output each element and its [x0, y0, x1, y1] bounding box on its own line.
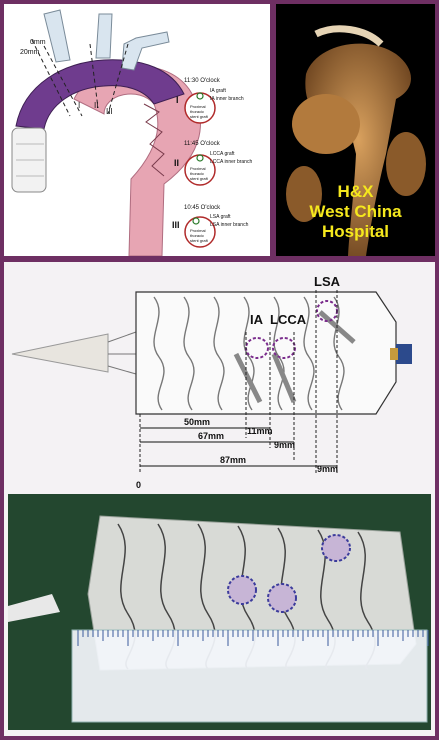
- dim-67mm: 67mm: [198, 431, 224, 441]
- photo-nose-cone: [8, 594, 60, 622]
- option-iii-stent-2: thoracic: [190, 233, 204, 238]
- option-ii-branch: LCCA inner branch: [210, 159, 252, 165]
- device-photo-render: [8, 494, 431, 730]
- option-i-stent-3: stent graft: [190, 114, 209, 119]
- watermark-line-1: H&X: [337, 182, 374, 201]
- option-i: 11:30 O'clock I IA graft IA inner branch…: [176, 78, 244, 124]
- lcca-fenestration: [272, 337, 296, 359]
- option-iii-numeral: III: [172, 220, 180, 230]
- dim-9mm-b: 9mm: [317, 464, 338, 474]
- option-i-clock: 11:30 O'clock: [184, 78, 221, 84]
- option-iii-clock: 10:45 O'clock: [184, 205, 221, 211]
- zone-line: [89, 43, 99, 109]
- dimension-guides: [139, 290, 338, 474]
- option-i-branch: IA inner branch: [210, 96, 244, 102]
- device-diagram: IA LCCA LSA 50mm 11mm 67mm 9mm 87mm 9mm …: [11, 274, 412, 490]
- photo-ia-fenestration: [227, 575, 257, 605]
- option-iii: 10:45 O'clock III LSA graft LSA inner br…: [172, 205, 249, 248]
- option-ii-numeral: II: [174, 158, 179, 168]
- dim-87mm: 87mm: [220, 455, 246, 465]
- stent-zigzag: [143, 103, 165, 177]
- handle-connector: [390, 348, 398, 360]
- watermark-line-3: Hospital: [321, 222, 390, 241]
- ia-inner-branch: [233, 352, 263, 404]
- option-ii: 11:45 O'clock II LCCA graft LCCA inner b…: [174, 141, 252, 186]
- lcca-label: LCCA: [270, 312, 307, 327]
- ct-3d-render: [286, 25, 426, 256]
- zone-line: [107, 43, 129, 115]
- option-iii-branch: LSA inner branch: [210, 222, 249, 228]
- zone-label-i: I: [78, 101, 80, 110]
- dimension-arrows: [140, 427, 337, 467]
- option-ii-branch-ring: [196, 154, 204, 162]
- nose-cone: [11, 333, 109, 373]
- ruler-body: [71, 629, 428, 723]
- dim-origin: 0: [136, 480, 141, 490]
- option-i-stent-2: thoracic: [190, 109, 204, 114]
- marker-20mm: 20mm: [20, 49, 40, 56]
- option-ii-stent-2: thoracic: [190, 171, 204, 176]
- dim-9mm-a: 9mm: [274, 440, 295, 450]
- option-i-branch-ring: [196, 92, 204, 100]
- dim-11mm: 11mm: [247, 426, 273, 436]
- option-i-numeral: I: [176, 95, 179, 105]
- option-iii-stent-1: Proximal: [190, 228, 206, 233]
- lsa-label: LSA: [314, 274, 341, 289]
- schematic-panel: 0mm 20mm I II III 11:30 O'clock I IA gra…: [4, 4, 270, 256]
- option-iii-stent-3: stent graft: [190, 238, 209, 243]
- option-ii-stent-3: stent graft: [190, 176, 209, 181]
- delivery-handle: [396, 344, 412, 364]
- ct-render-panel: H&X West China Hospital: [276, 4, 435, 256]
- kidney-render: [386, 132, 426, 196]
- option-iii-branch-ring: [192, 217, 200, 225]
- option-i-stent-1: Proximal: [190, 104, 206, 109]
- watermark-line-2: West China: [309, 202, 402, 221]
- device-panel: IA LCCA LSA 50mm 11mm 67mm 9mm 87mm 9mm …: [4, 262, 435, 736]
- heart-render: [292, 94, 360, 154]
- zone-label-iii: III: [106, 107, 113, 116]
- ia-branch-graft: [43, 9, 71, 63]
- option-ii-clock: 11:45 O'clock: [184, 141, 221, 147]
- marker-0mm: 0mm: [30, 39, 46, 46]
- option-ii-stent-1: Proximal: [190, 166, 206, 171]
- lsa-branch-graft: [121, 31, 170, 71]
- option-ii-graft: LCCA graft: [210, 151, 235, 157]
- photo-lcca-fenestration: [267, 583, 297, 613]
- zone-line: [43, 45, 83, 117]
- lcca-inner-branch: [271, 353, 297, 403]
- photo-lsa-fenestration: [321, 534, 351, 562]
- option-iii-crosssection: [184, 216, 216, 248]
- aortic-arch-schematic: 0mm 20mm I II III 11:30 O'clock I IA gra…: [11, 9, 252, 256]
- stent-render: [314, 25, 384, 47]
- ia-label: IA: [250, 312, 264, 327]
- aortic-arch: [15, 59, 185, 130]
- lcca-branch-graft: [95, 13, 113, 59]
- kidney-render: [286, 166, 322, 222]
- device-photo: [8, 494, 431, 730]
- ruler: [71, 629, 429, 723]
- dim-50mm: 50mm: [184, 417, 210, 427]
- zone-label-ii: II: [94, 101, 98, 110]
- option-i-graft: IA graft: [210, 88, 226, 94]
- zone-line: [31, 39, 71, 117]
- option-iii-graft: LSA graft: [210, 214, 231, 220]
